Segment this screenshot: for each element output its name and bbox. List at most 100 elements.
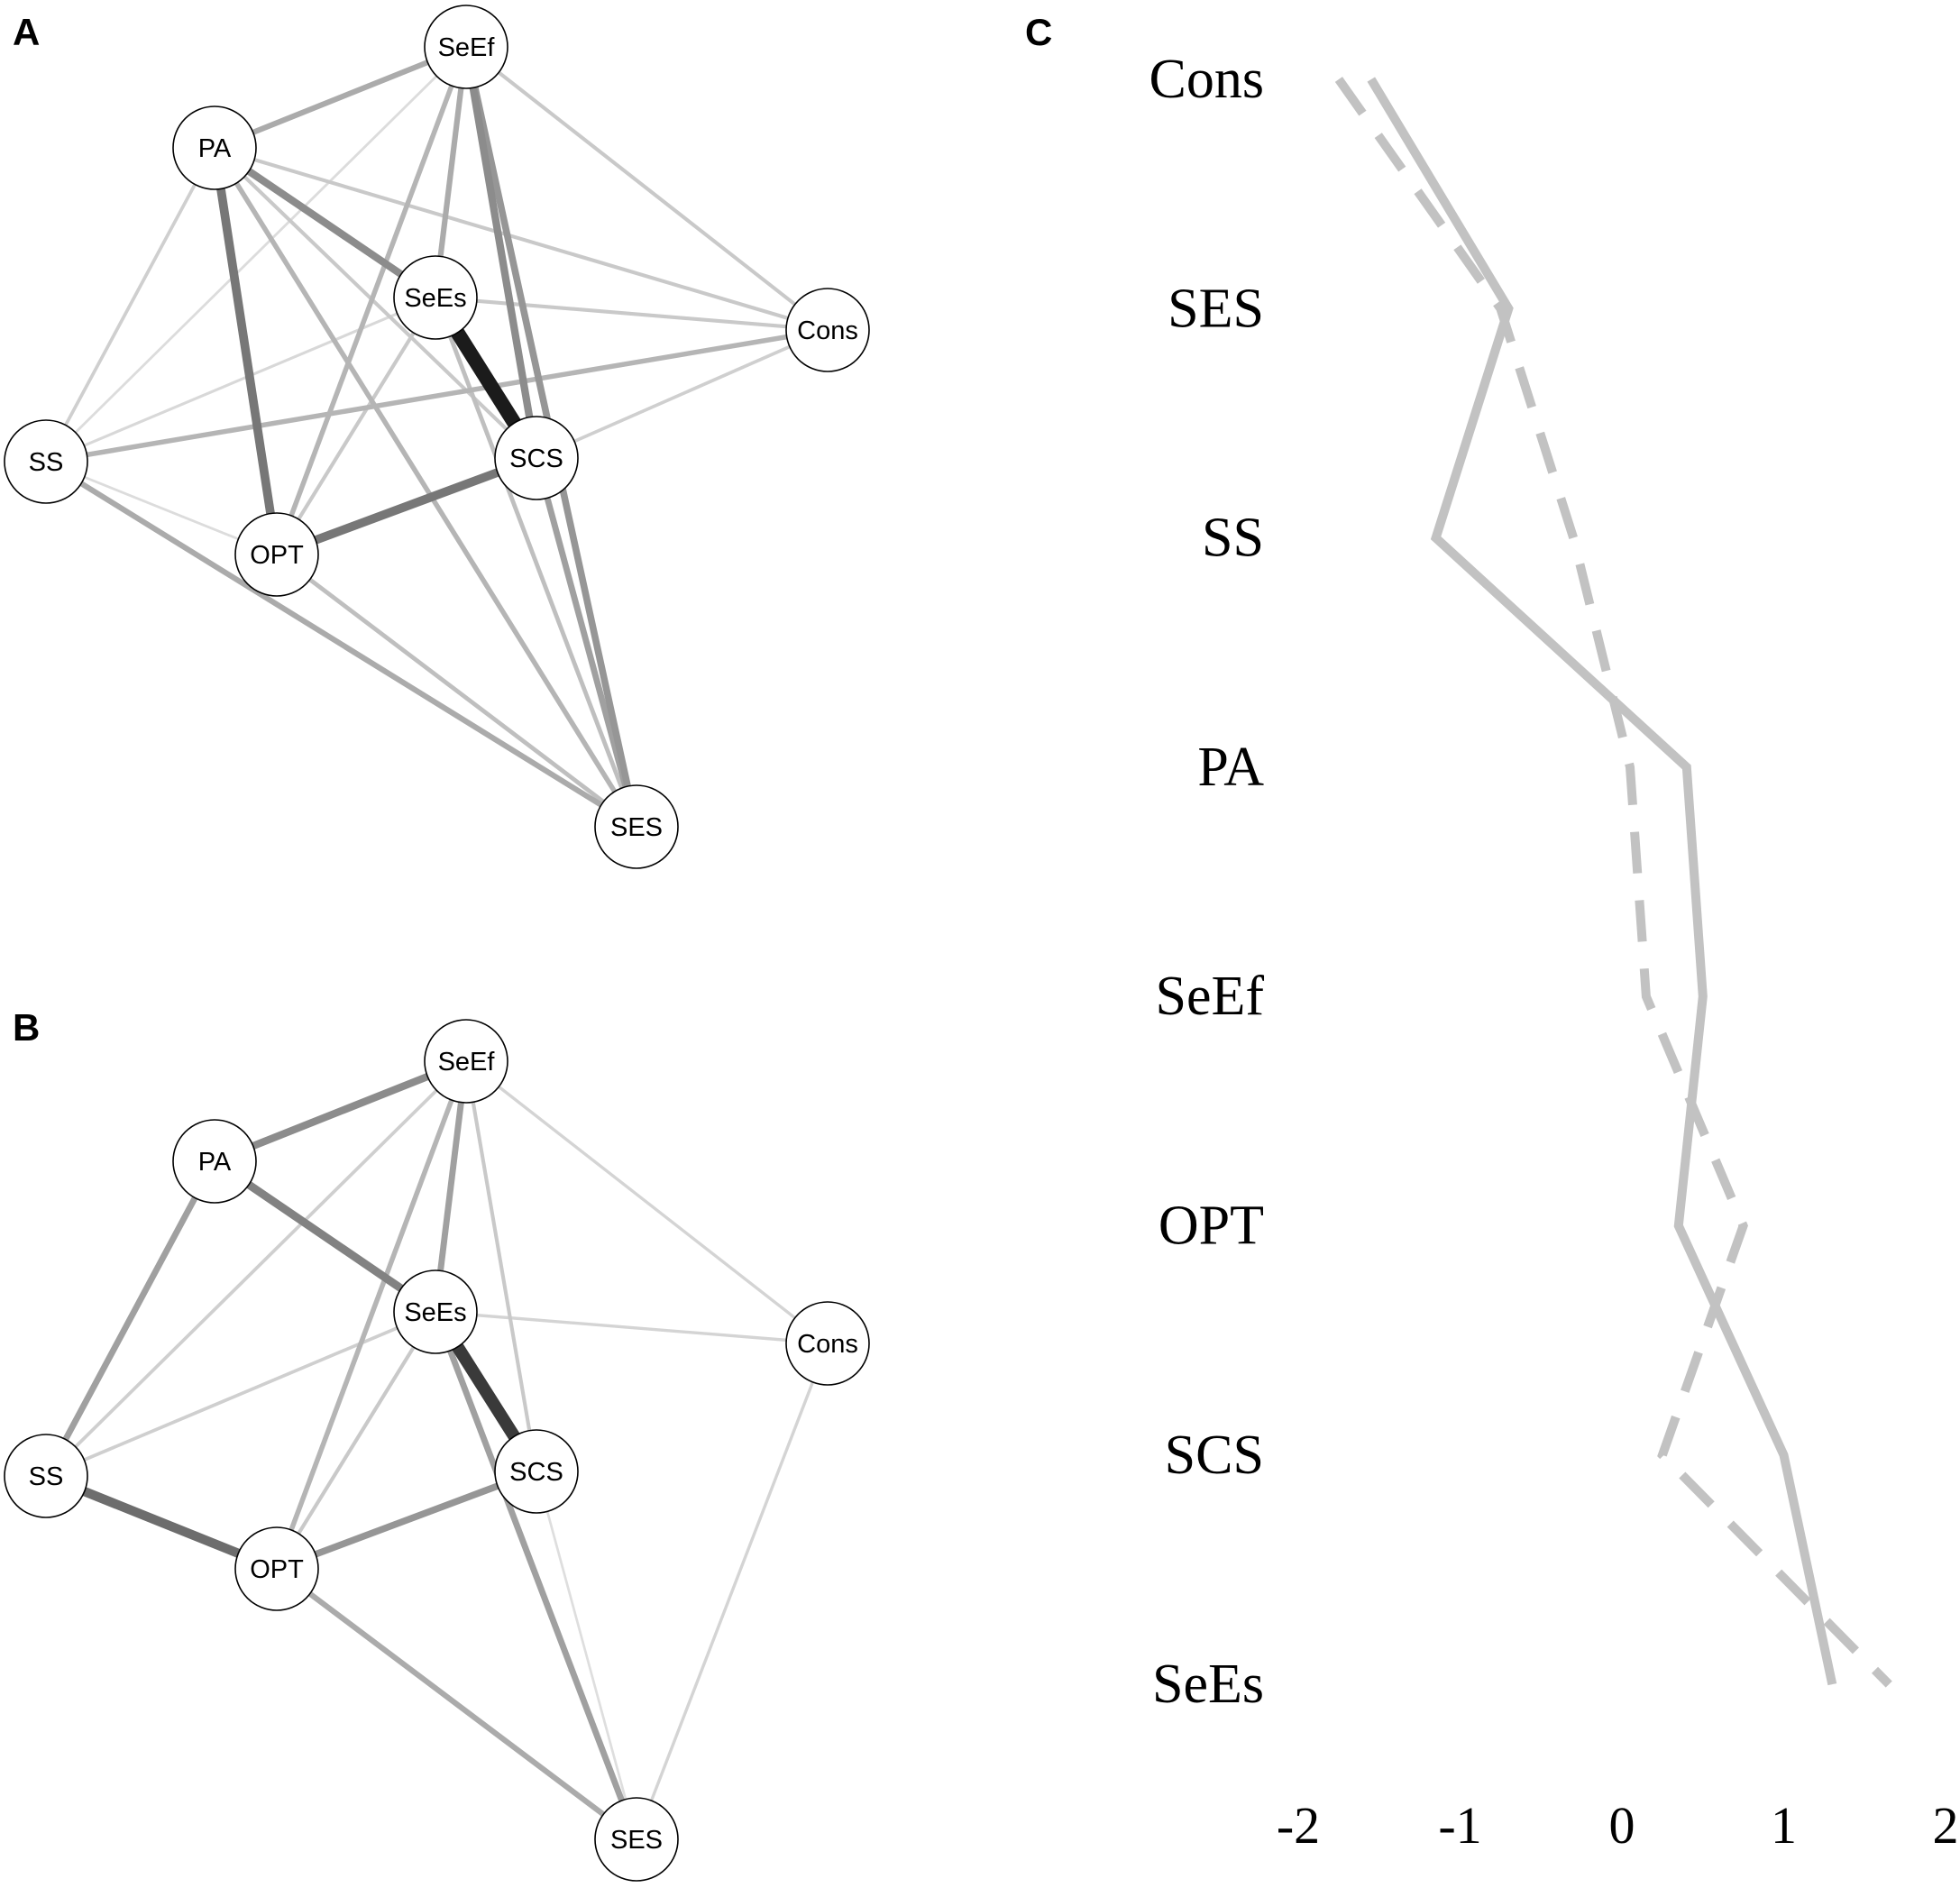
node-ses: SES <box>594 1797 679 1882</box>
node-circle <box>172 105 257 190</box>
x-tick-label: 0 <box>1609 1796 1635 1855</box>
node-circle <box>234 512 319 597</box>
edge-ss-seef <box>44 1059 468 1478</box>
edge-pa-opt <box>210 147 281 555</box>
edge-opt-ses <box>275 553 638 829</box>
edge-cons-ses <box>635 1343 829 1840</box>
edge-seef-opt <box>274 46 469 555</box>
edge-pa-sees <box>212 1158 438 1315</box>
edge-pa-cons <box>214 146 829 332</box>
node-pa: PA <box>172 1119 257 1204</box>
node-label: SES <box>610 813 663 842</box>
node-circle <box>172 1119 257 1204</box>
node-label: SeEf <box>438 33 496 62</box>
edge-opt-ses <box>275 1566 638 1842</box>
variable-label-seef: SeEf <box>1155 966 1264 1027</box>
x-tick-label: -1 <box>1438 1796 1481 1855</box>
edge-opt-scs <box>275 454 538 559</box>
variable-label-ss: SS <box>1202 508 1264 569</box>
node-label: SES <box>610 1826 663 1855</box>
node-label: SCS <box>509 445 563 473</box>
edge-seef-pa <box>213 1058 468 1165</box>
edge-ss-sees <box>45 296 436 463</box>
node-sees: SeEs <box>393 1269 478 1354</box>
edge-seef-cons <box>464 1059 829 1345</box>
variable-label-scs: SCS <box>1165 1425 1264 1486</box>
node-scs: SCS <box>494 416 579 500</box>
panel-letter-c: C <box>1025 11 1052 53</box>
node-scs: SCS <box>494 1429 579 1514</box>
node-label: SS <box>29 1462 64 1491</box>
node-circle <box>393 1269 478 1354</box>
edge-seef-opt <box>274 1060 469 1570</box>
node-circle <box>4 1434 88 1518</box>
node-circle <box>424 5 508 89</box>
variable-label-ses: SES <box>1168 278 1264 339</box>
edge-scs-ses <box>535 1471 638 1840</box>
node-seef: SeEf <box>424 5 508 89</box>
node-label: OPT <box>250 1555 304 1584</box>
x-tick-label: -2 <box>1277 1796 1320 1855</box>
x-tick-label: 2 <box>1933 1796 1959 1855</box>
node-label: SeEs <box>404 284 466 313</box>
node-ss: SS <box>4 1434 88 1518</box>
node-circle <box>4 419 88 504</box>
edge-opt-sees <box>275 296 437 556</box>
x-tick-labels: -2 -1 0 1 2 <box>1277 1796 1959 1855</box>
variable-label-sees: SeEs <box>1152 1654 1264 1715</box>
edge-opt-sees <box>275 1310 437 1571</box>
panel-letter-b: B <box>13 1006 40 1049</box>
node-label: Cons <box>797 316 858 345</box>
edge-pa-scs <box>213 146 538 460</box>
node-circle <box>393 255 478 340</box>
edge-sees-cons <box>435 1310 829 1345</box>
node-cons: Cons <box>785 1301 870 1386</box>
edge-seef-cons <box>464 45 829 332</box>
node-circle <box>785 1301 870 1386</box>
node-cons: Cons <box>785 288 870 372</box>
edge-sees-cons <box>435 295 829 333</box>
node-circle <box>594 784 679 869</box>
node-label: OPT <box>250 541 304 570</box>
node-circle <box>234 1526 319 1611</box>
edge-opt-scs <box>275 1468 538 1572</box>
node-circle <box>594 1797 679 1882</box>
edge-scs-cons <box>536 328 829 460</box>
node-ses: SES <box>594 784 679 869</box>
network-b-edges <box>42 1058 829 1842</box>
edge-pa-ss <box>44 147 216 463</box>
node-label: SS <box>29 448 64 477</box>
edge-ss-seef <box>45 46 467 463</box>
node-circle <box>494 416 579 500</box>
node-circle <box>785 288 870 372</box>
edge-sees-ses <box>433 297 639 828</box>
node-sees: SeEs <box>393 255 478 340</box>
variable-label-cons: Cons <box>1149 49 1264 110</box>
edge-pa-ses <box>212 146 639 829</box>
node-label: PA <box>198 134 232 163</box>
node-circle <box>424 1019 508 1104</box>
network-a-edges <box>44 44 829 829</box>
node-label: Cons <box>797 1330 858 1359</box>
series-line-dashed <box>1334 77 1892 1688</box>
x-tick-label: 1 <box>1771 1796 1797 1855</box>
edge-pa-ss <box>42 1159 218 1478</box>
edge-sees-ses <box>432 1310 640 1841</box>
node-seef: SeEf <box>424 1019 508 1104</box>
panel-letter-a: A <box>13 11 40 53</box>
edge-seef-pa <box>213 44 468 151</box>
edge-seef-scs <box>462 46 541 459</box>
node-pa: PA <box>172 105 257 190</box>
variable-label-opt: OPT <box>1159 1196 1264 1257</box>
edge-pa-sees <box>212 144 438 301</box>
edge-seef-scs <box>463 1060 539 1472</box>
node-label: SeEf <box>438 1048 496 1077</box>
node-opt: OPT <box>234 512 319 597</box>
series-line-solid <box>1367 77 1837 1686</box>
